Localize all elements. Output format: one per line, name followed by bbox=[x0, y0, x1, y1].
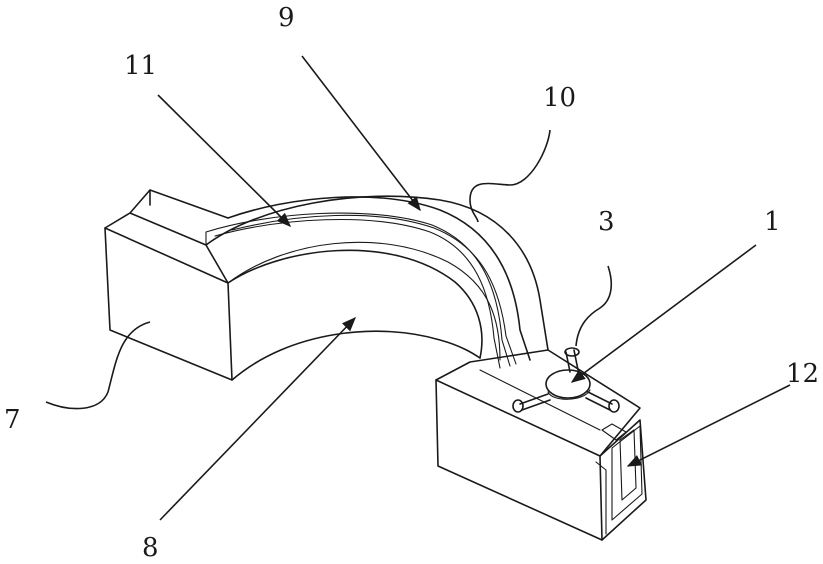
leader-3 bbox=[576, 266, 611, 346]
leader-10 bbox=[470, 130, 550, 222]
reference-labels: 9 11 10 3 1 12 7 8 bbox=[4, 3, 819, 563]
curved-base-body bbox=[105, 196, 548, 380]
leader-7 bbox=[46, 322, 150, 409]
label-1: 1 bbox=[764, 207, 781, 237]
leader-12 bbox=[628, 385, 790, 466]
leader-lines bbox=[46, 56, 790, 520]
label-9: 9 bbox=[278, 3, 295, 33]
label-10: 10 bbox=[543, 83, 576, 113]
leader-11 bbox=[158, 95, 290, 226]
label-12: 12 bbox=[786, 359, 819, 389]
curved-rail bbox=[130, 190, 530, 368]
label-3: 3 bbox=[598, 207, 615, 237]
leader-8 bbox=[160, 318, 355, 520]
label-7: 7 bbox=[4, 405, 21, 435]
label-8: 8 bbox=[142, 533, 159, 563]
leader-1 bbox=[572, 245, 756, 382]
leader-9 bbox=[302, 56, 420, 210]
end-block bbox=[436, 350, 646, 540]
label-11: 11 bbox=[124, 51, 157, 81]
